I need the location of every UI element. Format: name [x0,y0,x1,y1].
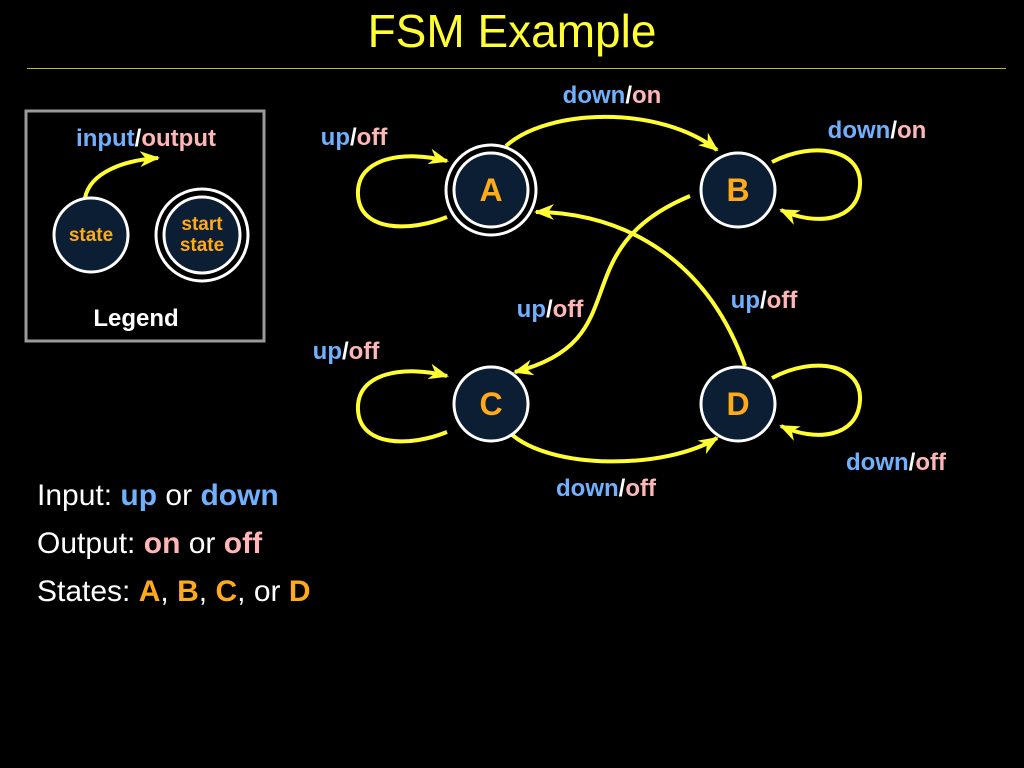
info-input-line: Input: up or down [37,479,279,512]
state-c-label: C [479,386,502,422]
arrow-d-self [771,363,863,441]
arrow-c-to-d [508,431,719,464]
label-b-to-c: up/off [517,296,585,323]
svg-text:state: state [69,225,113,246]
label-c-to-d: down/off [556,475,657,502]
legend-transition-label: input/output [76,125,216,152]
info-output-line: Output: on or off [37,527,263,560]
slide-title: FSM Example [367,5,657,57]
arrow-b-to-c [513,194,691,376]
label-d-to-a: up/off [731,287,799,314]
label-a-self: up/off [321,124,389,151]
arrow-a-self [355,148,449,229]
arrow-d-to-a [534,204,747,367]
legend-start-state-node: start state [154,187,250,283]
legend-box: input/output state start state Legend [24,109,266,343]
legend-caption: Legend [93,305,178,332]
info-block: Input: up or down Output: on or off Stat… [37,472,311,616]
arrow-c-self [355,363,449,444]
state-a: A [444,143,538,237]
svg-text:start: start [181,214,223,235]
title-divider [27,68,1006,69]
svg-text:state: state [180,235,224,256]
arrow-a-to-b [504,114,719,152]
legend-state-node: state [52,196,130,274]
label-b-self: down/on [828,117,927,144]
label-a-to-b: down/on [563,82,662,109]
label-d-self: down/off [846,449,947,476]
arrow-b-self [771,148,863,225]
state-a-label: A [479,172,502,208]
state-b-label: B [726,172,749,208]
state-d: D [699,365,777,443]
label-c-self: up/off [313,338,381,365]
info-states-line: States: A, B, C, or D [37,575,311,608]
state-b: B [699,151,777,229]
state-d-label: D [726,386,749,422]
state-c: C [452,365,530,443]
legend-arrow [83,151,160,199]
